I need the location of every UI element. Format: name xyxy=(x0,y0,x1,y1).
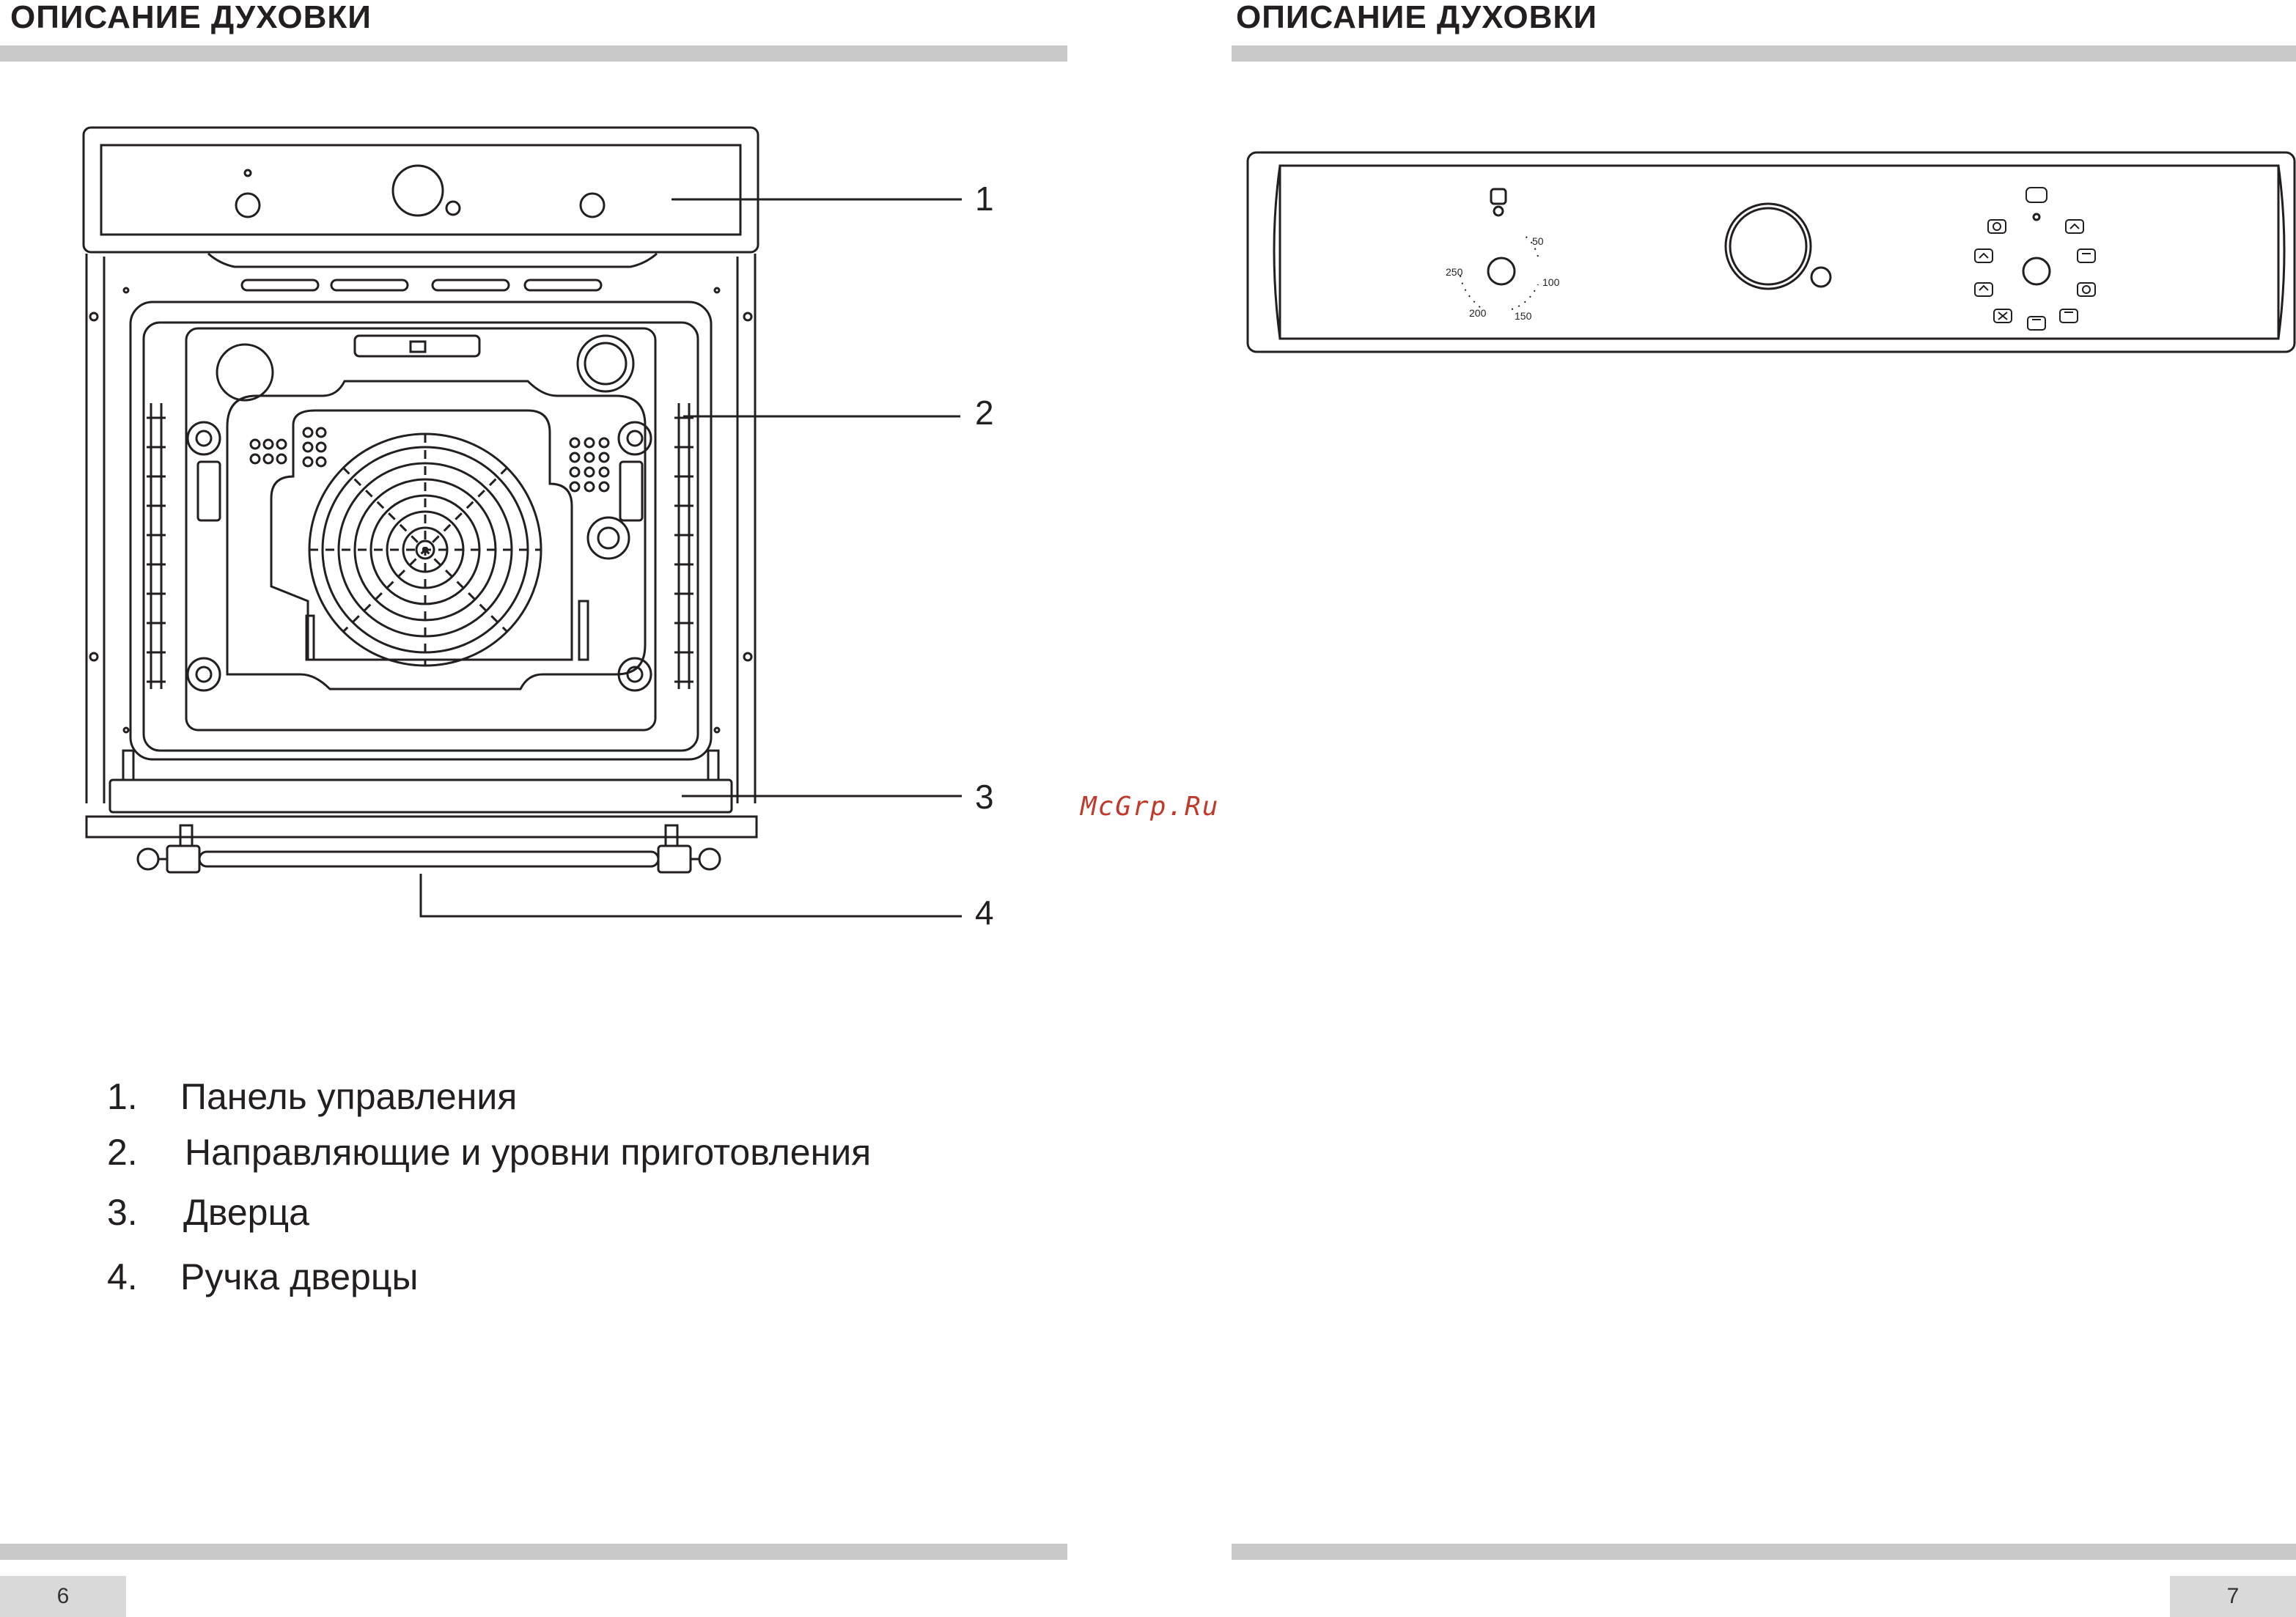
legend-item-2: 2.Направляющие и уровни приготовления xyxy=(107,1130,871,1174)
oven-door xyxy=(110,780,732,812)
watermark: McGrp.Ru xyxy=(1081,792,1219,822)
control-panel-diagram: 50 100 150 200 250 xyxy=(1239,147,2296,359)
legend-text: Дверца xyxy=(183,1192,309,1233)
mode-lower-element-icon xyxy=(2028,317,2045,330)
mode-fan-grill-icon xyxy=(1988,220,2006,233)
legend-text: Ручка дверцы xyxy=(180,1256,418,1297)
side-runners xyxy=(147,403,693,689)
legend-number: 1. xyxy=(107,1075,180,1119)
legend-item-3: 3.Дверца xyxy=(107,1190,309,1234)
panel-knob-right xyxy=(581,194,604,217)
right-page-title: ОПИСАНИЕ ДУХОВКИ xyxy=(1236,0,1597,35)
convection-fan xyxy=(309,434,541,666)
panel-knob-left xyxy=(236,194,260,217)
right-footer-bar xyxy=(1232,1544,2296,1560)
thermostat-label-250: 250 xyxy=(1446,266,1463,278)
oven-front-diagram xyxy=(0,117,1067,938)
panel-knob-main xyxy=(393,166,443,216)
mode-top-heat-icon xyxy=(2066,220,2083,233)
left-page-number: 6 xyxy=(0,1576,126,1617)
legend-number: 4. xyxy=(107,1255,180,1299)
callout-1: 1 xyxy=(975,182,994,216)
mode-selector-knob xyxy=(2023,258,2050,284)
legend-text: Панель управления xyxy=(180,1076,517,1117)
thermostat-label-200: 200 xyxy=(1469,307,1487,319)
thermostat-label-50: 50 xyxy=(1532,235,1544,247)
thermostat-label-150: 150 xyxy=(1515,310,1532,322)
mode-grill-icon xyxy=(2078,249,2095,262)
right-header-bar xyxy=(1232,45,2296,62)
thermostat-knob xyxy=(1488,258,1515,284)
mode-convection-icon xyxy=(2078,283,2095,296)
callout-3: 3 xyxy=(975,780,994,814)
legend-number: 2. xyxy=(107,1130,185,1174)
callout-4: 4 xyxy=(975,896,994,929)
oven-lamp xyxy=(217,345,273,400)
timer-knob xyxy=(1726,204,1811,289)
callout-2: 2 xyxy=(975,396,994,430)
legend-item-4: 4.Ручка дверцы xyxy=(107,1255,418,1299)
left-footer-bar xyxy=(0,1544,1067,1560)
thermostat-label-100: 100 xyxy=(1542,276,1560,288)
mode-defrost-icon xyxy=(1975,249,1993,262)
left-header-bar xyxy=(0,45,1067,62)
callout-leaders xyxy=(421,199,962,916)
mode-off-icon xyxy=(2026,188,2047,202)
right-page-number: 7 xyxy=(2170,1576,2296,1617)
thermometer-icon xyxy=(1491,189,1506,204)
legend-number: 3. xyxy=(107,1190,183,1234)
legend-text: Направляющие и уровни приготовления xyxy=(185,1132,871,1173)
mode-upper-lower-icon xyxy=(2060,309,2078,323)
door-handle-drawing xyxy=(138,825,720,872)
legend-item-1: 1.Панель управления xyxy=(107,1075,517,1119)
left-page-title: ОПИСАНИЕ ДУХОВКИ xyxy=(10,0,372,35)
